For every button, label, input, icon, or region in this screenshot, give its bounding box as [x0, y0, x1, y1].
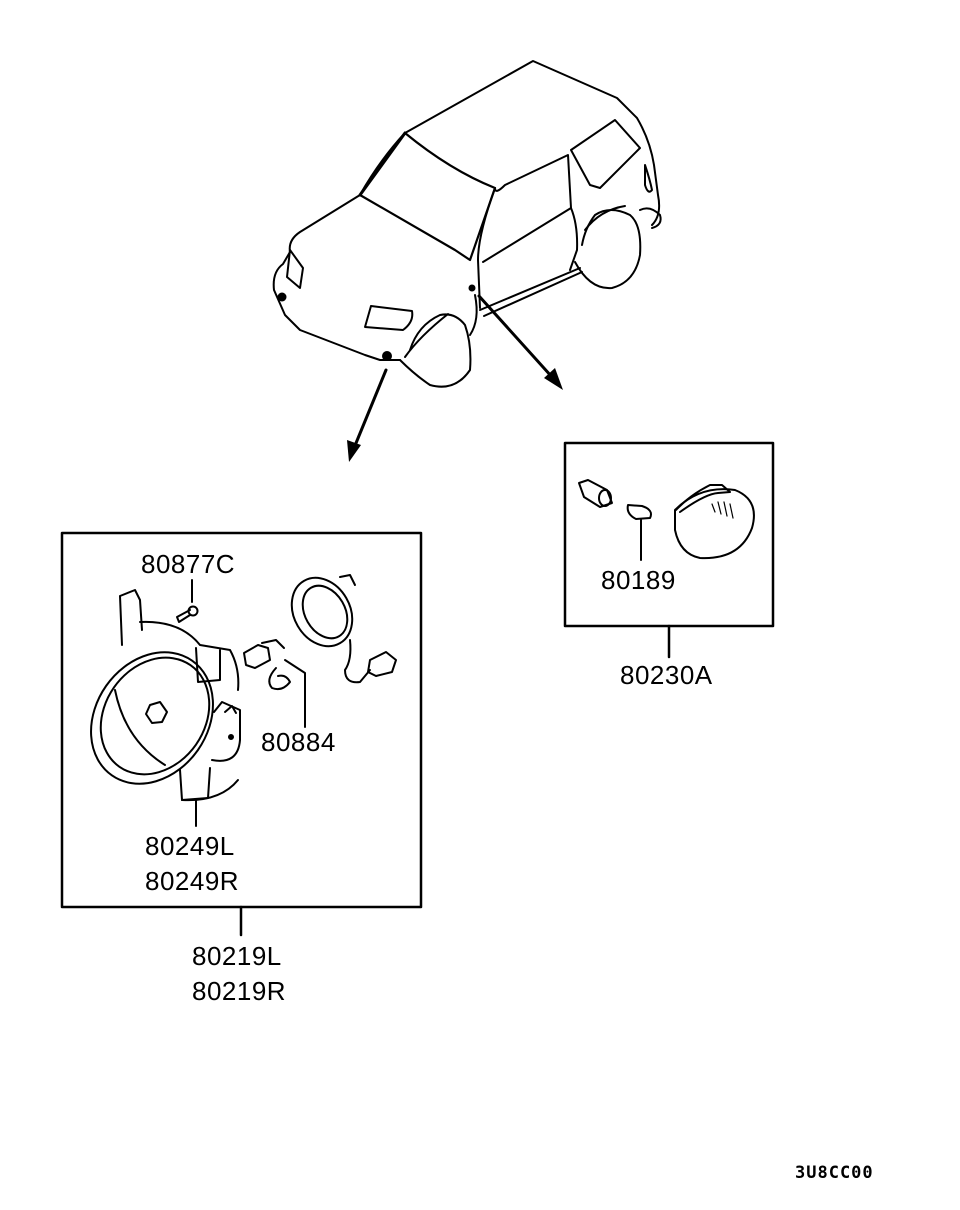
side-lens-part — [674, 484, 755, 560]
lamp-socket-part — [578, 479, 613, 508]
fog-lamp-group-box — [60, 531, 423, 909]
part-label-bulb-socket: 80884 — [261, 727, 336, 757]
bulb-socket-part — [243, 639, 306, 728]
fog-lamp-unit — [90, 589, 241, 827]
diagram-code: 3U8CC00 — [795, 1163, 874, 1183]
part-label-screw: 80877C — [141, 549, 236, 579]
assembly-label-fog-right: 80219R — [192, 976, 287, 1006]
screw-part — [176, 579, 199, 623]
part-label-bulb: 80189 — [601, 565, 676, 595]
side-lamp-group-box — [563, 441, 775, 628]
wedge-bulb-part — [626, 504, 652, 561]
vehicle-outline — [272, 60, 662, 388]
callout-arrow-side — [477, 294, 563, 390]
assembly-label-side-lamp: 80230A — [620, 660, 713, 690]
part-label-fog-lamp-right: 80249R — [145, 866, 240, 896]
bulb-cover-part — [290, 574, 397, 684]
part-label-fog-lamp-left: 80249L — [145, 831, 235, 861]
assembly-label-fog-left: 80219L — [192, 941, 282, 971]
callout-arrow-fog — [347, 368, 388, 462]
